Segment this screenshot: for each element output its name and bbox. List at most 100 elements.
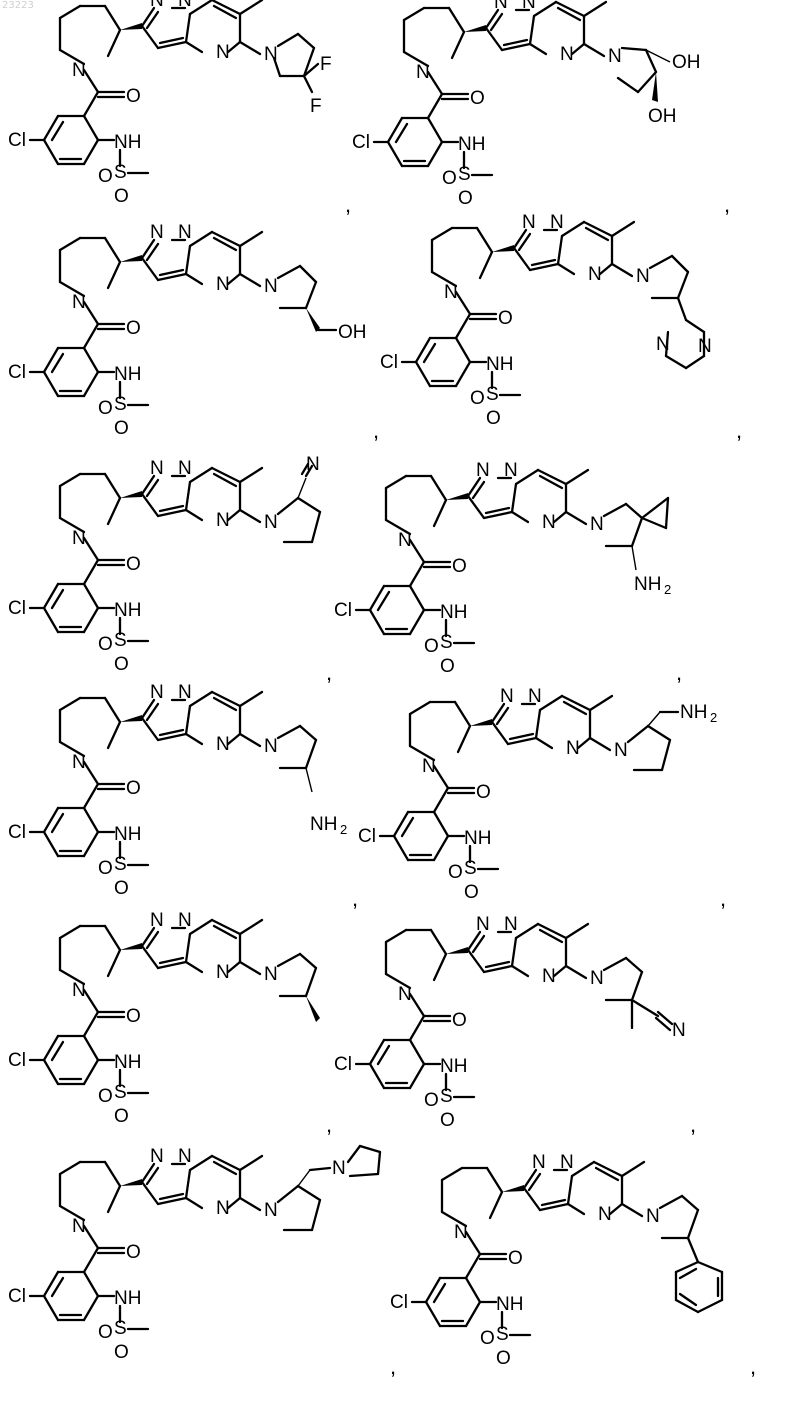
atom-n: N [698, 336, 712, 357]
atom-n: N [150, 910, 164, 931]
atom-cl: Cl [8, 822, 26, 843]
atom-n: N [72, 60, 86, 81]
atom-o: O [98, 1086, 113, 1107]
atom-cl: Cl [334, 600, 352, 621]
atom-cl: Cl [8, 598, 26, 619]
atom-nh: NH [440, 602, 467, 623]
atom-o: O [452, 1010, 467, 1031]
separator-comma: , [373, 418, 379, 443]
atom-o: O [480, 1328, 495, 1349]
atom-nh: NH [114, 824, 141, 845]
atom-n: N [150, 458, 164, 479]
atom-f: F [310, 96, 322, 117]
atom-o: O [114, 186, 129, 207]
atom-s: S [114, 854, 127, 875]
atom-n: N [264, 1200, 278, 1221]
atom-o: O [126, 778, 141, 799]
atom-n: N [264, 276, 278, 297]
subscript-2: 2 [710, 710, 717, 725]
atom-o: O [98, 398, 113, 419]
atom-nh: NH [440, 1056, 467, 1077]
atom-o: O [126, 1242, 141, 1263]
compound-4: N N N N O Cl NH S O O N N N [380, 212, 712, 429]
atom-n: N [500, 686, 514, 707]
atom-o: O [442, 168, 457, 189]
atom-o: O [98, 166, 113, 187]
atom-n: N [264, 512, 278, 533]
atom-o: O [424, 1090, 439, 1111]
atom-o: O [126, 318, 141, 339]
atom-o: O [114, 418, 129, 439]
atom-o: O [496, 1348, 511, 1369]
atom-cl: Cl [380, 352, 398, 373]
atom-n: N [522, 0, 536, 13]
compound-7: N N N N O Cl NH S O O N NH 2 [8, 682, 347, 899]
separator-comma: , [736, 418, 742, 443]
atom-n: N [646, 1206, 660, 1227]
atom-s: S [440, 632, 453, 653]
atom-nh: NH [486, 354, 513, 375]
atom-n: N [150, 682, 164, 703]
atom-oh: OH [648, 106, 677, 127]
atom-f: F [320, 54, 332, 75]
atom-o: O [440, 656, 455, 677]
atom-n: N [216, 734, 230, 755]
atom-n: N [598, 1204, 612, 1225]
atom-n: N [636, 266, 650, 287]
atom-n: N [476, 914, 490, 935]
atom-n: N [454, 1222, 468, 1243]
atom-o: O [98, 634, 113, 655]
atom-n: N [590, 514, 604, 535]
atom-s: S [114, 162, 127, 183]
atom-nh2: NH [634, 574, 661, 595]
compound-11: N N N N O Cl NH S O O N N [8, 1146, 380, 1363]
atom-s: S [114, 630, 127, 651]
atom-s: S [440, 1086, 453, 1107]
atom-n: N [522, 212, 536, 233]
atom-nh: NH [114, 1288, 141, 1309]
atom-nh: NH [114, 132, 141, 153]
atom-nh: NH [458, 134, 485, 155]
atom-n: N [422, 756, 436, 777]
compound-9: N N N N O Cl NH S O O N [8, 910, 320, 1127]
atom-n: N [178, 0, 192, 11]
compound-6: N N N N O Cl NH S O O N NH 2 [334, 460, 671, 677]
atom-o: O [114, 878, 129, 899]
atom-n: N [306, 454, 320, 475]
atom-s: S [464, 858, 477, 879]
atom-n: N [72, 1216, 86, 1237]
atom-o: O [114, 1342, 129, 1363]
atom-o: O [486, 408, 501, 429]
atom-n: N [178, 682, 192, 703]
atom-n: N [264, 736, 278, 757]
atom-oh: OH [338, 322, 367, 343]
atom-n: N [216, 42, 230, 63]
separator-comma: , [720, 886, 726, 911]
atom-cl: Cl [8, 130, 26, 151]
atom-cl: Cl [8, 1286, 26, 1307]
atom-o: O [114, 1106, 129, 1127]
atom-n: N [178, 458, 192, 479]
atom-o: O [452, 556, 467, 577]
compound-1: N N N N O Cl NH S O O N F F [8, 0, 332, 207]
separator-comma: , [676, 660, 682, 685]
atom-o: O [98, 858, 113, 879]
atom-n: N [672, 1020, 686, 1041]
atom-n: N [494, 0, 508, 13]
atom-o: O [126, 86, 141, 107]
compound-2: N N N N O Cl NH S O O N OH OH [352, 0, 701, 209]
atom-cl: Cl [390, 1292, 408, 1313]
atom-cl: Cl [334, 1054, 352, 1075]
atom-o: O [114, 654, 129, 675]
atom-cl: Cl [8, 362, 26, 383]
atom-o: O [470, 388, 485, 409]
atom-n: N [608, 46, 622, 67]
atom-n: N [476, 460, 490, 481]
atom-s: S [486, 384, 499, 405]
atom-n: N [216, 510, 230, 531]
atom-n: N [72, 980, 86, 1001]
atom-nh: NH [464, 828, 491, 849]
separator-comma: , [724, 192, 730, 217]
atom-n: N [216, 1198, 230, 1219]
